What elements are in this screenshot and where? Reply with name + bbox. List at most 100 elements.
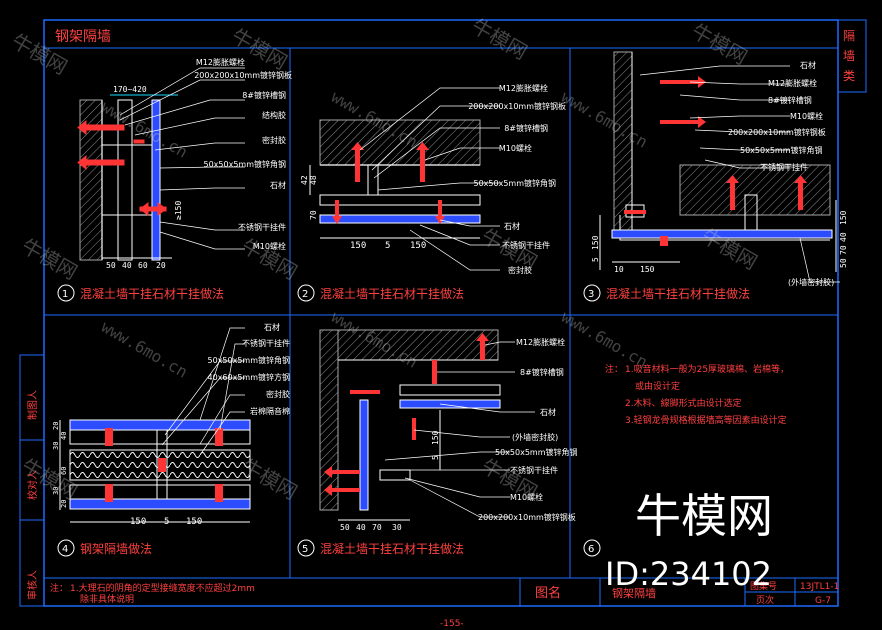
p6-notes-label: 注：: [605, 363, 623, 375]
p1-label-3: 结构胶: [262, 110, 286, 120]
p2-number-circle: [297, 284, 315, 302]
watermark-site-4: www.6mo.cn: [98, 317, 191, 382]
p2-dim-b1: 150: [350, 241, 366, 251]
p3-dim-r3: 70: [839, 245, 848, 255]
p3-label-7: (外墙密封胶): [788, 277, 834, 287]
p3-leaders: [639, 65, 840, 283]
p2-dim-l1: 42: [300, 175, 309, 185]
code-label: 图集号: [750, 580, 777, 592]
p5-channel: [399, 384, 501, 396]
p2-dim-l3: 70: [309, 210, 318, 220]
p2-dim-l2: 48: [309, 175, 318, 185]
p2-label-1: 200x200x10mm镀锌钢板: [468, 101, 566, 111]
p2-concrete-slab: [319, 119, 481, 166]
p3-label-0: 石材: [800, 60, 816, 70]
drawing-name: 钢架隔墙: [612, 586, 656, 600]
p3-label-3: M10螺栓: [790, 111, 823, 121]
watermark-site-3: www.6mo.cn: [558, 87, 651, 152]
panel-1: 170~420 50 40 60 20 ≥150 M12膨胀螺栓 200x200…: [57, 57, 292, 302]
p4-dim-l4: 60: [60, 467, 68, 475]
p5-label-5: 不锈钢干挂件: [510, 465, 558, 475]
p3-dim-r4: 50: [839, 258, 848, 268]
p5-dim-r2: 5: [431, 455, 440, 460]
p3-dim-b1: 10: [614, 265, 624, 274]
p1-title: 混凝土墙干挂石材干挂做法: [80, 286, 224, 301]
p3-bolts: [624, 76, 807, 246]
p4-label-4: 密封胶: [266, 389, 290, 399]
p6-note-3: 3.轻钢龙骨规格根据墙高等因素由设计定: [625, 414, 787, 426]
p5-concrete-slab: [337, 329, 499, 361]
p1-stone: [151, 99, 161, 261]
p5-dim-b3: 70: [372, 523, 382, 532]
p3-number: 3: [588, 289, 594, 300]
page-label: 页次: [756, 594, 774, 606]
p1-leaders: [119, 67, 245, 250]
side-label-column: [19, 354, 45, 607]
p4-dim-b1: 150: [130, 517, 146, 527]
p1-number-circle: [57, 284, 75, 302]
p1-dim-b4: 20: [156, 261, 166, 270]
p1-channel: [117, 99, 133, 261]
p5-dim-r1: 150: [431, 430, 440, 445]
category-label-2: 墙: [843, 49, 855, 63]
watermark-id: ID:234102: [605, 555, 772, 593]
p1-dim-side: ≥150: [174, 201, 183, 220]
p5-number-circle: [297, 539, 315, 557]
p4-dim-l5: 30: [52, 487, 60, 495]
category-box: [837, 19, 867, 93]
p1-label-6: 石材: [270, 180, 286, 190]
p4-number-circle: [57, 539, 75, 557]
p3-dim-l2: 5: [591, 257, 600, 262]
p4-dim-l1: 20: [52, 422, 60, 430]
p2-channel: [319, 194, 481, 206]
p2-label-5: 石材: [504, 221, 520, 231]
panel-3: 石材 M12膨胀螺栓 8#镀锌槽钢 M10螺栓 200x200x10mm镀锌钢板…: [583, 51, 848, 302]
p5-label-2: 石材: [540, 407, 556, 417]
p1-label-1: 200x200x10mm镀锌钢板: [194, 70, 292, 80]
p5-label-3: (外墙密封胶): [512, 432, 558, 442]
panel-2: 42 48 70 150 5 150 M12膨胀螺栓 200x200x10mm镀…: [297, 83, 566, 302]
category-label-3: 类: [843, 69, 855, 83]
footer-note-label: 注：: [50, 582, 68, 594]
panel-5: M12膨胀螺栓 8#镀锌槽钢 石材 (外墙密封胶) 50x50x5mm镀锌角钢 …: [297, 329, 578, 557]
p2-dim-b2: 5: [385, 241, 390, 251]
p1-label-0: M12膨胀螺栓: [196, 57, 245, 67]
side-label-review: 审核人: [26, 570, 39, 600]
p1-dim-b2: 40: [122, 261, 132, 270]
watermark-brand-5: 牛模网: [18, 234, 82, 285]
panel-6: 注： 1.吸音材料一般为25厚玻璃棉、岩棉等， 或由设计定 2.木料、線脚形式由…: [583, 363, 789, 557]
p4-label-2: 50x50x5mm镀锌角钢: [207, 355, 290, 365]
p4-label-0: 石材: [264, 322, 280, 332]
p3-label-6: 不锈钢干挂件: [760, 162, 808, 172]
p6-note-1: 或由设计定: [635, 380, 680, 392]
category-label-1: 隔: [843, 29, 855, 43]
watermark-brand-3: 牛模网: [468, 14, 532, 65]
p1-label-5: 50x50x5mm镀锌角钢: [203, 159, 286, 169]
p2-label-0: M12膨胀螺栓: [499, 83, 548, 93]
p3-label-2: 8#镀锌槽钢: [768, 95, 812, 105]
p3-label-4: 200x200x10mm镀锌钢板: [728, 127, 826, 137]
p6-number-circle: [583, 539, 601, 557]
code-value: 13JTL1-1: [800, 582, 839, 592]
p3-dim-r2: 40: [839, 232, 848, 242]
p2-label-7: 密封胶: [508, 265, 532, 275]
p4-dim-b2: 5: [164, 517, 169, 527]
p6-number: 6: [588, 544, 594, 555]
p3-stone-outline: [619, 215, 830, 241]
p2-leaders: [359, 87, 500, 271]
page-value: G-7: [815, 596, 831, 606]
p5-dim-b2: 40: [356, 523, 366, 532]
p3-hanger: [744, 194, 758, 231]
p1-dim-top-text: 170~420: [113, 85, 147, 94]
p3-dim-b2: 150: [640, 265, 655, 274]
p2-label-2: 8#镀锌槽钢: [504, 123, 548, 133]
p2-label-4: 50x50x5mm镀锌角钢: [473, 178, 556, 188]
p5-stone-wall: [359, 399, 369, 511]
p4-dim-l3: 30: [52, 442, 60, 450]
p5-label-7: 200x200x10mm镀锌钢板: [478, 512, 576, 522]
p1-label-4: 密封胶: [262, 135, 286, 145]
p6-note-0: 1.吸音材料一般为25厚玻璃棉、岩棉等，: [625, 363, 789, 375]
watermark-brand-10: 牛模网: [238, 454, 302, 505]
p4-label-5: 岩棉隔音棉: [250, 406, 290, 416]
